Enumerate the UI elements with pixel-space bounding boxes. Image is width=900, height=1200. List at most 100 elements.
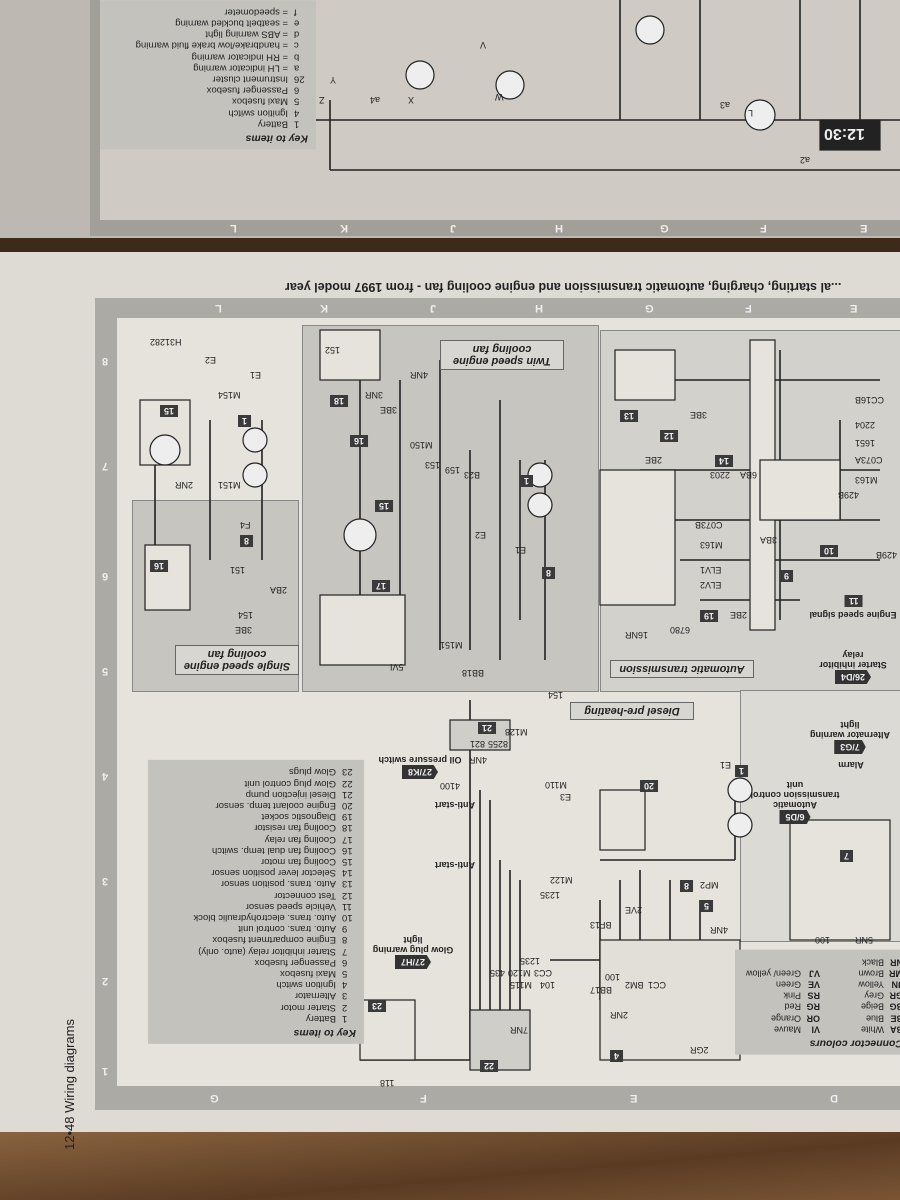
- key-item-text: Auto. trans. position sensor: [220, 878, 336, 890]
- component-badge: 8: [240, 535, 254, 547]
- arrow-label: Starter inhibitor relay: [819, 650, 887, 670]
- grid-row-label: 5: [102, 665, 109, 677]
- wire-label: 100: [815, 935, 831, 945]
- wire-label: 3BE: [690, 410, 708, 420]
- diesel-label: Diesel pre-heating: [570, 702, 694, 720]
- connector-colour-code: GR: [889, 990, 900, 1001]
- wire-label: M120: [508, 968, 531, 978]
- key-item-text: Engine coolant temp. sensor: [215, 799, 336, 811]
- component-badge: 8: [680, 880, 694, 892]
- arrow-label: Glow plug warning light: [372, 935, 454, 955]
- key-item-number: 17: [342, 833, 353, 845]
- upper-label: a3: [720, 100, 731, 110]
- grid-row-label: 3: [102, 875, 109, 887]
- component-badge: 12: [660, 430, 679, 442]
- wire-label: BM2: [625, 980, 644, 990]
- key-item-text: Maxi fusebox: [280, 967, 336, 979]
- connector-colour-name: Black: [861, 957, 884, 968]
- arrow-label: Anti-start: [435, 860, 475, 870]
- component-badge: 13: [620, 410, 639, 422]
- component-badge: 5: [700, 900, 714, 912]
- key-item-text: Cooling fan relay: [264, 833, 336, 845]
- page-header: 12•48 Wiring diagrams: [62, 1019, 77, 1150]
- key-item-number: 7: [342, 945, 348, 957]
- wire-label: 151: [230, 565, 246, 575]
- wire-label: 435: [490, 968, 506, 978]
- wire-label: 3BE: [235, 625, 253, 635]
- wire-label: CC16B: [855, 395, 885, 405]
- connector-colour-name: Brown: [858, 968, 884, 979]
- component-badge: 14: [715, 455, 734, 467]
- grid-column-label: K: [340, 222, 348, 234]
- component-badge: 11: [845, 595, 863, 607]
- key-item: c= handbrake/low brake fluid warning: [135, 39, 299, 51]
- wire-label: 154: [238, 610, 254, 620]
- key-item-number: 10: [342, 911, 353, 923]
- connector-colour-code: RG: [806, 1002, 821, 1013]
- single-fan-label: Single speed engine cooling fan: [175, 645, 299, 675]
- connector-colour-item: BEBlue: [826, 1012, 900, 1023]
- wire-label: 1235: [520, 956, 541, 966]
- key-item-text: Alternator: [294, 990, 336, 1002]
- key-item-number: 11: [342, 900, 352, 912]
- wire-label: M151: [218, 480, 241, 490]
- grid-column-label: F: [760, 222, 767, 234]
- wire-label: ELV2: [700, 580, 722, 590]
- wire-label: E1: [515, 545, 527, 555]
- key-item: e= seatbelt buckled warning: [175, 17, 300, 29]
- component-badge: 8: [542, 567, 556, 579]
- wire-label: 153: [425, 460, 441, 470]
- arrow-code: 26/D4: [835, 670, 871, 684]
- connector-colour-code: NR: [890, 957, 900, 968]
- connector-colour-name: White: [860, 1024, 884, 1035]
- key-item-text: Glow plugs: [289, 766, 336, 778]
- connector-colour-code: RS: [807, 990, 820, 1001]
- wire-label: F4: [240, 520, 251, 530]
- arrow-code: 27/H7: [395, 955, 431, 969]
- wire-label: 429B: [838, 490, 860, 500]
- key-item-number: 21: [342, 788, 353, 800]
- key-item-text: Starter motor: [280, 1001, 336, 1013]
- connector-colour-item: BAWhite: [826, 1023, 900, 1034]
- key-item-number: 14: [342, 867, 353, 879]
- key-item-text: Cooling fan motor: [261, 855, 336, 867]
- wire-label: 2BE: [645, 455, 663, 465]
- wire-label: 104: [540, 980, 556, 990]
- key-title: Key to items: [293, 1026, 356, 1039]
- arrow-label: Engine speed signal: [809, 610, 897, 620]
- component-badge: 20: [640, 780, 659, 792]
- component-badge: 23: [368, 1000, 387, 1012]
- component-badge: 1: [735, 765, 749, 777]
- wire-label: E1: [250, 370, 262, 380]
- arrow-label: Anti-start: [435, 800, 475, 810]
- key-item-text: Test connector: [274, 889, 336, 901]
- connector-colours: Connector colours BAWhiteVIMauveBEBlueOR…: [735, 950, 900, 1055]
- wire-label: CC3: [534, 968, 553, 978]
- grid-column-label: E: [860, 222, 868, 234]
- arrow-code: 7/G3: [834, 740, 866, 754]
- component-badge: 19: [700, 610, 719, 622]
- wooden-table: [0, 1130, 900, 1200]
- upper-label: Y: [330, 75, 337, 85]
- grid-column-label: G: [210, 1092, 219, 1104]
- grid-column-label: D: [830, 1092, 838, 1104]
- connector-colour-name: Red: [784, 1002, 801, 1013]
- connector-colour-code: BG: [889, 1002, 900, 1013]
- key-item-number: 3: [342, 990, 348, 1002]
- wire-label: 1235: [540, 890, 561, 900]
- component-badge: 16: [150, 560, 169, 572]
- connector-colour-name: Green/ yellow: [745, 968, 801, 979]
